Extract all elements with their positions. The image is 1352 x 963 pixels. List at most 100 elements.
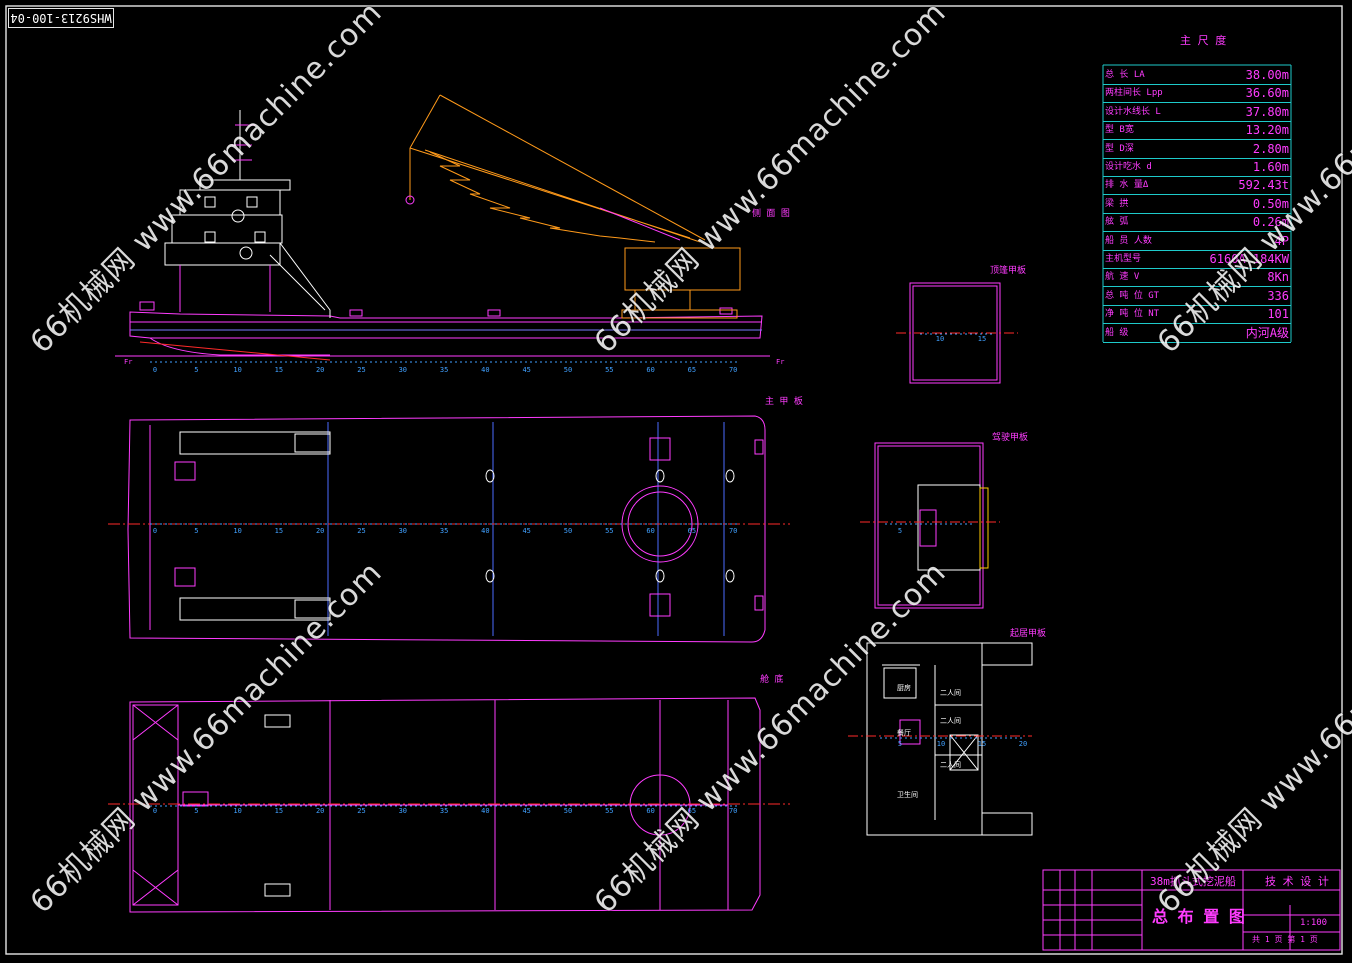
spec-label: 船 级 [1105,327,1129,338]
bridge-deck-outline [874,442,984,609]
project-name: 38m抓斗式挖泥船 [1150,875,1236,888]
spec-label: 两柱间长 Lpp [1105,88,1163,99]
frame-tick-label: 15 [275,366,283,374]
spec-row: 梁 拱 0.50m [1103,195,1291,214]
profile-hull [129,311,763,339]
frame-tick-label: 30 [399,807,407,815]
spec-label: 设计吃水 d [1105,162,1152,172]
living-deck-outline [866,642,983,836]
frame-tick-label: 25 [357,807,365,815]
design-stage: 技 术 设 计 [1265,875,1329,888]
frame-tick-label: 5 [898,740,902,748]
frame-tick-label: 70 [729,527,737,535]
drawing-title: 总 布 置 图 [1152,907,1245,926]
frame-tick-label: 50 [564,527,572,535]
living-deck-plan [848,642,1033,836]
frame-tick-label: 65 [688,527,696,535]
spec-row: 型 D深 2.80m [1103,140,1291,159]
fr-left: Fr [124,358,132,366]
frame-tick-label: 15 [275,807,283,815]
bridge-deck-plan [860,442,1000,609]
frame-tick-label: 40 [481,366,489,374]
frame-tick-label: 40 [481,527,489,535]
frame-tick-label: 5 [194,807,198,815]
frame-tick-label: 35 [440,366,448,374]
spec-value: 0.50m [1252,196,1289,211]
spec-value: 101 [1267,307,1289,322]
spec-row: 航 速 V 8Kn [1103,268,1291,288]
spec-row: 排 水 量Δ 592.43t [1103,176,1291,196]
frame-tick-label: 55 [605,527,613,535]
spec-label: 总 长 LA [1105,70,1145,80]
spec-value: 37.80m [1245,104,1289,119]
spec-value: 36.60m [1245,86,1289,101]
drawing-number-stamp: WHS9213-100-04 [8,8,114,28]
profile-view-title: 侧 面 图 [752,209,790,219]
frame-tick-label: 35 [440,807,448,815]
drawing-border [5,5,1343,955]
frame-tick-label: 55 [605,807,613,815]
frame-tick-label: 30 [399,366,407,374]
spec-table-title: 主 尺 度 [1180,34,1227,47]
spec-label: 型 D深 [1105,143,1134,154]
spec-value: 2.80m [1252,141,1289,156]
fr-right: Fr [776,358,784,366]
spec-value: 592.43t [1238,178,1289,193]
frame-tick-label: 5 [194,366,198,374]
spec-value: 336 [1267,288,1289,303]
spec-label: 船 员 人数 [1105,235,1152,246]
frame-tick-label: 0 [153,366,157,374]
spec-value: 内河A级 [1245,325,1289,340]
frame-tick-label: 25 [357,527,365,535]
spec-row: 净 吨 位 NT 101 [1103,305,1291,325]
cabin-label: 餐厅 [897,729,911,737]
bridge-deck-title: 驾驶甲板 [992,433,1029,443]
frame-tick-label: 50 [564,807,572,815]
spec-label: 航 速 V [1105,272,1140,283]
spec-label: 排 水 量Δ [1105,180,1149,191]
drawing-scale: 1:100 [1300,918,1328,928]
profile-view: Fr Fr [115,94,784,366]
spec-value: 6160A 184KW [1209,252,1289,266]
spec-value: 0.26m [1252,215,1289,230]
spec-row: 型 B宽 13.20m [1103,121,1291,141]
frame-tick-label: 15 [275,527,283,535]
main-deck-outline [127,415,766,643]
frame-tick-label: 70 [729,366,737,374]
frame-tick-label: 50 [564,366,572,374]
spec-label: 型 B宽 [1105,125,1134,136]
frame-tick-label: 55 [605,366,613,374]
frame-tick-label: 10 [233,807,241,815]
frame-tick-label: 25 [357,366,365,374]
spec-value: 8Kn [1267,270,1289,285]
spec-row: 船 级 内河A级 [1103,324,1291,343]
hold-plan-title: 舱 底 [760,675,784,685]
frame-tick-label: 5 [898,527,902,535]
spec-value: 13.20m [1245,123,1289,138]
frame-tick-label: 20 [1019,740,1027,748]
top-deck-title: 顶篷甲板 [990,266,1027,276]
frame-tick-label: 60 [646,807,654,815]
cabin-label: 厨房 [897,684,911,692]
frame-tick-label: 10 [233,366,241,374]
frame-tick-label: 45 [522,366,530,374]
spec-row: 两柱间长 Lpp 36.60m [1103,84,1291,104]
frame-tick-label: 10 [936,335,944,343]
spec-label: 净 吨 位 NT [1105,309,1160,320]
frame-tick-label: 30 [399,527,407,535]
frame-tick-label: 20 [316,366,324,374]
living-deck-title: 起居甲板 [1010,629,1047,639]
frame-tick-label: 10 [937,740,945,748]
cabin-label: 二人间 [940,689,961,697]
spec-label: 梁 拱 [1105,198,1129,209]
frame-tick-label: 65 [688,807,696,815]
